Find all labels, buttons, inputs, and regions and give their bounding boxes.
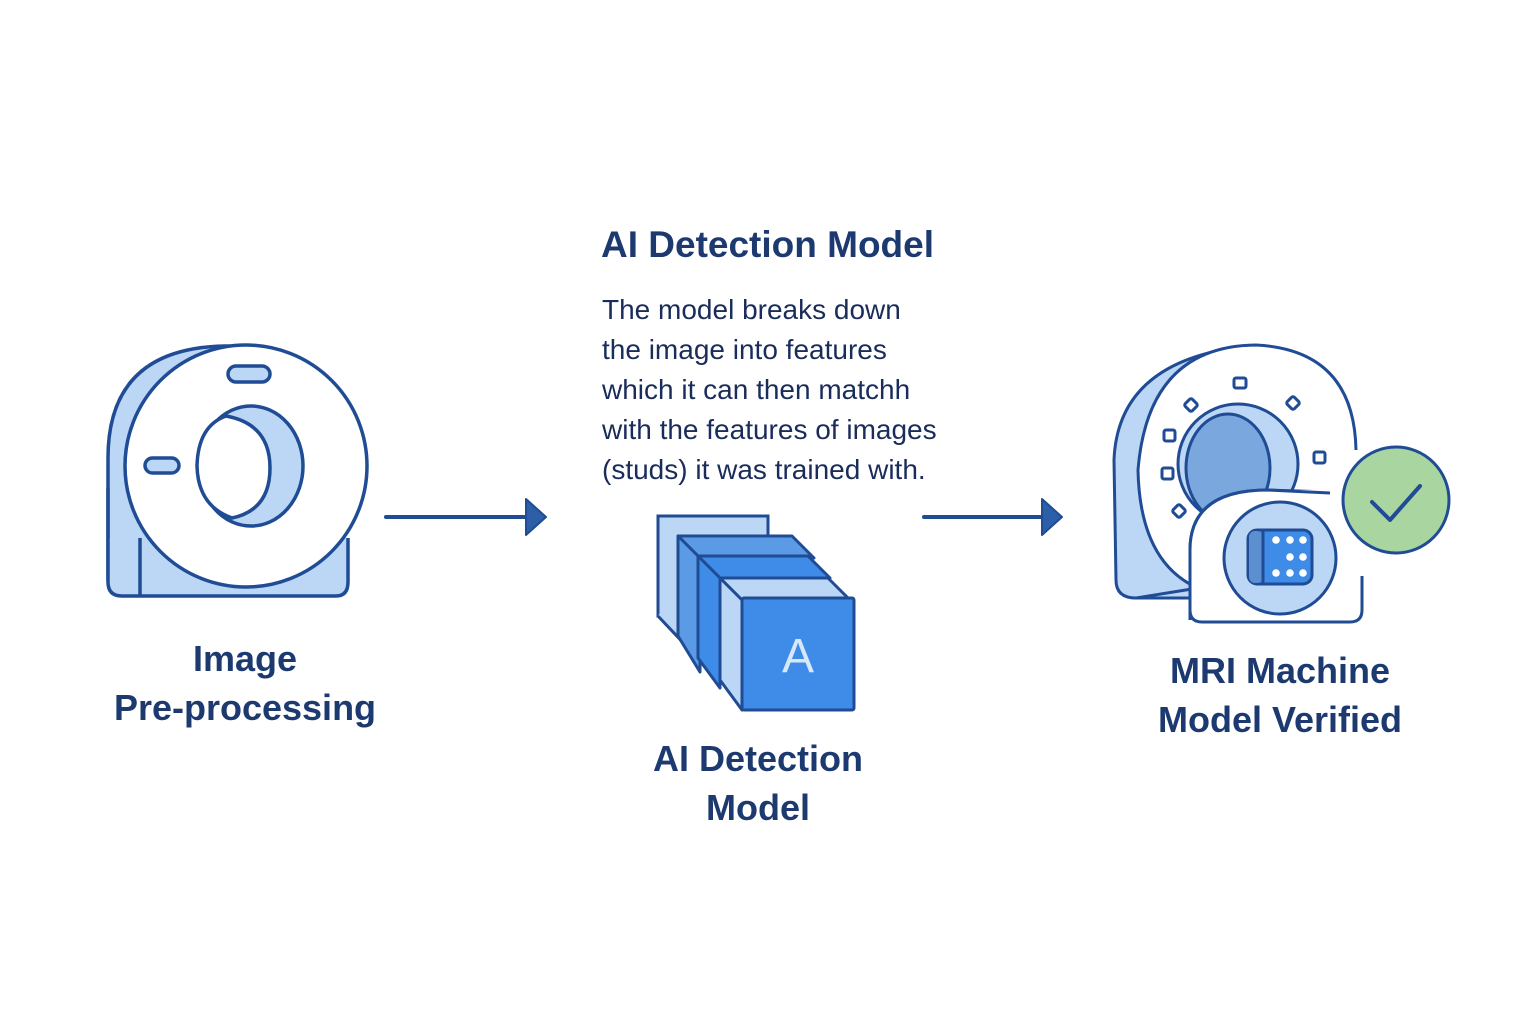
ct-scanner-icon — [106, 343, 369, 598]
description-line-3: which it can then matchh — [602, 374, 911, 405]
step-1-label: Image Pre-processing — [60, 634, 430, 732]
description-heading: AI Detection Model — [601, 224, 935, 265]
description-line-2: the image into features — [602, 334, 887, 365]
description-text: The model breaks down the image into fea… — [602, 290, 937, 490]
step-2-label-line-1: AI Detection — [652, 738, 864, 779]
arrow-1 — [382, 496, 552, 540]
layered-model-stack-icon: A — [656, 514, 856, 712]
model-letter: A — [782, 630, 814, 683]
description-line-1: The model breaks down — [602, 294, 901, 325]
step-1-icon-container — [100, 338, 375, 603]
step-3-label: MRI Machine Model Verified — [1100, 646, 1460, 744]
step-3-icon-container — [1108, 340, 1458, 630]
description-line-4: with the features of images — [602, 414, 937, 445]
step-2-label: AI Detection Model — [578, 734, 938, 832]
step-3-label-line-1: MRI Machine — [1169, 650, 1391, 691]
verified-badge — [1341, 445, 1451, 555]
step-2-label-line-2: Model — [706, 787, 810, 828]
step-3-label-line-2: Model Verified — [1157, 699, 1403, 740]
step-2-icon-container: A — [652, 512, 862, 717]
arrow-2 — [920, 496, 1090, 540]
arrow-right-icon — [922, 498, 1063, 536]
checkmark-icon — [1370, 484, 1422, 522]
mri-machine-verified-icon — [1112, 343, 1451, 624]
step-1-label-line-1: Image — [192, 638, 298, 679]
description-line-5: (studs) it was trained with. — [602, 454, 926, 485]
step-1-label-line-2: Pre-processing — [113, 687, 377, 728]
arrow-right-icon — [384, 498, 547, 536]
